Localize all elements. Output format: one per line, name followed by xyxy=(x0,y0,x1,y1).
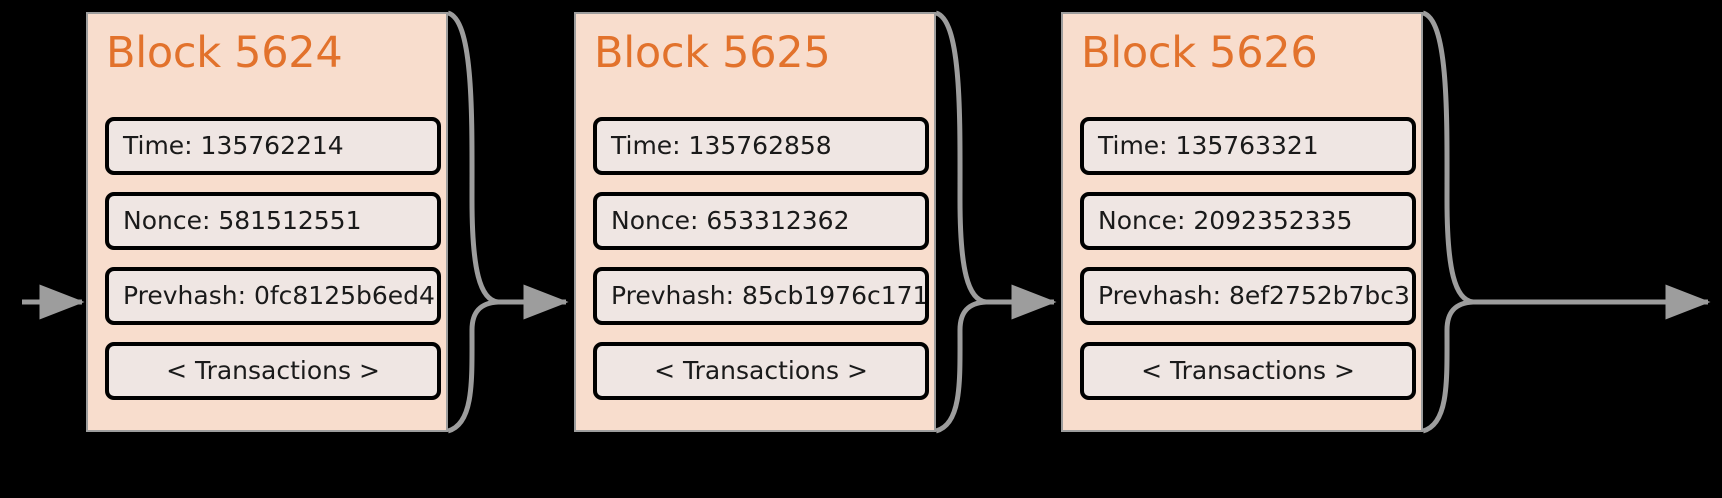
block-nonce-field: Nonce: 2092352335 xyxy=(1080,192,1416,250)
block-prevhash-field: Prevhash: 0fc8125b6ed4 xyxy=(105,267,441,325)
block-transactions-button[interactable]: < Transactions > xyxy=(593,342,929,400)
block-title: Block 5624 xyxy=(106,28,343,78)
block-fields: Time: 135762214 Nonce: 581512551 Prevhas… xyxy=(105,117,441,400)
block-prevhash-field: Prevhash: 85cb1976c171 xyxy=(593,267,929,325)
block-card[interactable]: Block 5625 Time: 135762858 Nonce: 653312… xyxy=(574,12,936,432)
block-time-field: Time: 135762214 xyxy=(105,117,441,175)
block-prevhash-field: Prevhash: 8ef2752b7bc3 xyxy=(1080,267,1416,325)
block-title: Block 5625 xyxy=(594,28,831,78)
block-fields: Time: 135762858 Nonce: 653312362 Prevhas… xyxy=(593,117,929,400)
block-transactions-button[interactable]: < Transactions > xyxy=(1080,342,1416,400)
block-time-field: Time: 135763321 xyxy=(1080,117,1416,175)
outgoing-arrow xyxy=(1421,10,1711,434)
block-time-field: Time: 135762858 xyxy=(593,117,929,175)
block-fields: Time: 135763321 Nonce: 2092352335 Prevha… xyxy=(1080,117,1416,400)
block-title: Block 5626 xyxy=(1081,28,1318,78)
link-block-5624-to-5625 xyxy=(446,10,569,434)
block-card[interactable]: Block 5624 Time: 135762214 Nonce: 581512… xyxy=(86,12,448,432)
block-card[interactable]: Block 5626 Time: 135763321 Nonce: 209235… xyxy=(1061,12,1423,432)
block-nonce-field: Nonce: 653312362 xyxy=(593,192,929,250)
block-transactions-button[interactable]: < Transactions > xyxy=(105,342,441,400)
block-nonce-field: Nonce: 581512551 xyxy=(105,192,441,250)
link-block-5625-to-5626 xyxy=(934,10,1057,434)
